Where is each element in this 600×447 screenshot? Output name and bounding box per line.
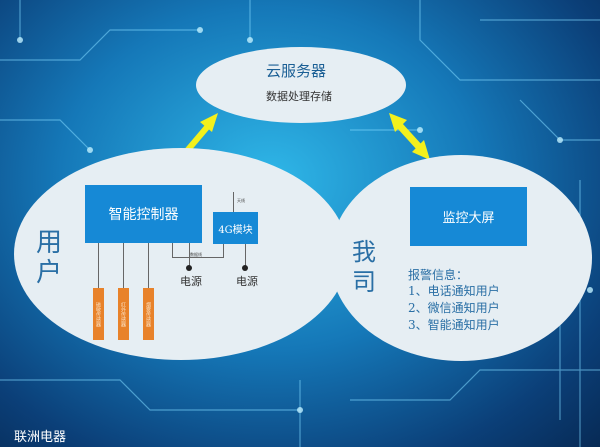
alarm-item-2: 2、微信通知用户	[408, 301, 500, 315]
alarm-item-3: 3、智能通知用户	[408, 318, 500, 332]
alarm-item-1: 1、电话通知用户	[408, 284, 500, 298]
footer-brand: 联洲电器	[14, 430, 67, 445]
smart-controller-box: 智能控制器	[85, 185, 202, 243]
power-label-2: 电源	[236, 275, 258, 288]
cloud-server-ellipse	[196, 47, 406, 123]
sensor-1: 磁敏传感器	[93, 288, 104, 340]
data-line-label: 数据线	[190, 252, 202, 257]
antenna-label: 天线	[237, 198, 245, 203]
company-label-2: 司	[352, 268, 376, 296]
sensor-3: 烟雾传感器	[143, 288, 154, 340]
double-arrow-cloud-company	[389, 113, 430, 160]
sensor-2: 红外传感器	[118, 288, 129, 340]
user-ellipse	[14, 148, 348, 360]
4g-module-box: 4G模块	[213, 212, 258, 244]
user-label-1: 用	[36, 228, 63, 258]
monitor-screen-box: 监控大屏	[410, 187, 527, 246]
company-label-1: 我	[352, 238, 376, 266]
power-connector-1	[186, 265, 192, 271]
power-connector-2	[242, 265, 248, 271]
cloud-subtitle: 数据处理存储	[266, 90, 332, 103]
user-label-2: 户	[36, 258, 63, 288]
alarm-title: 报警信息：	[408, 268, 469, 282]
power-label-1: 电源	[180, 275, 202, 288]
arrow-user-to-cloud	[183, 113, 218, 154]
cloud-title: 云服务器	[266, 62, 327, 80]
